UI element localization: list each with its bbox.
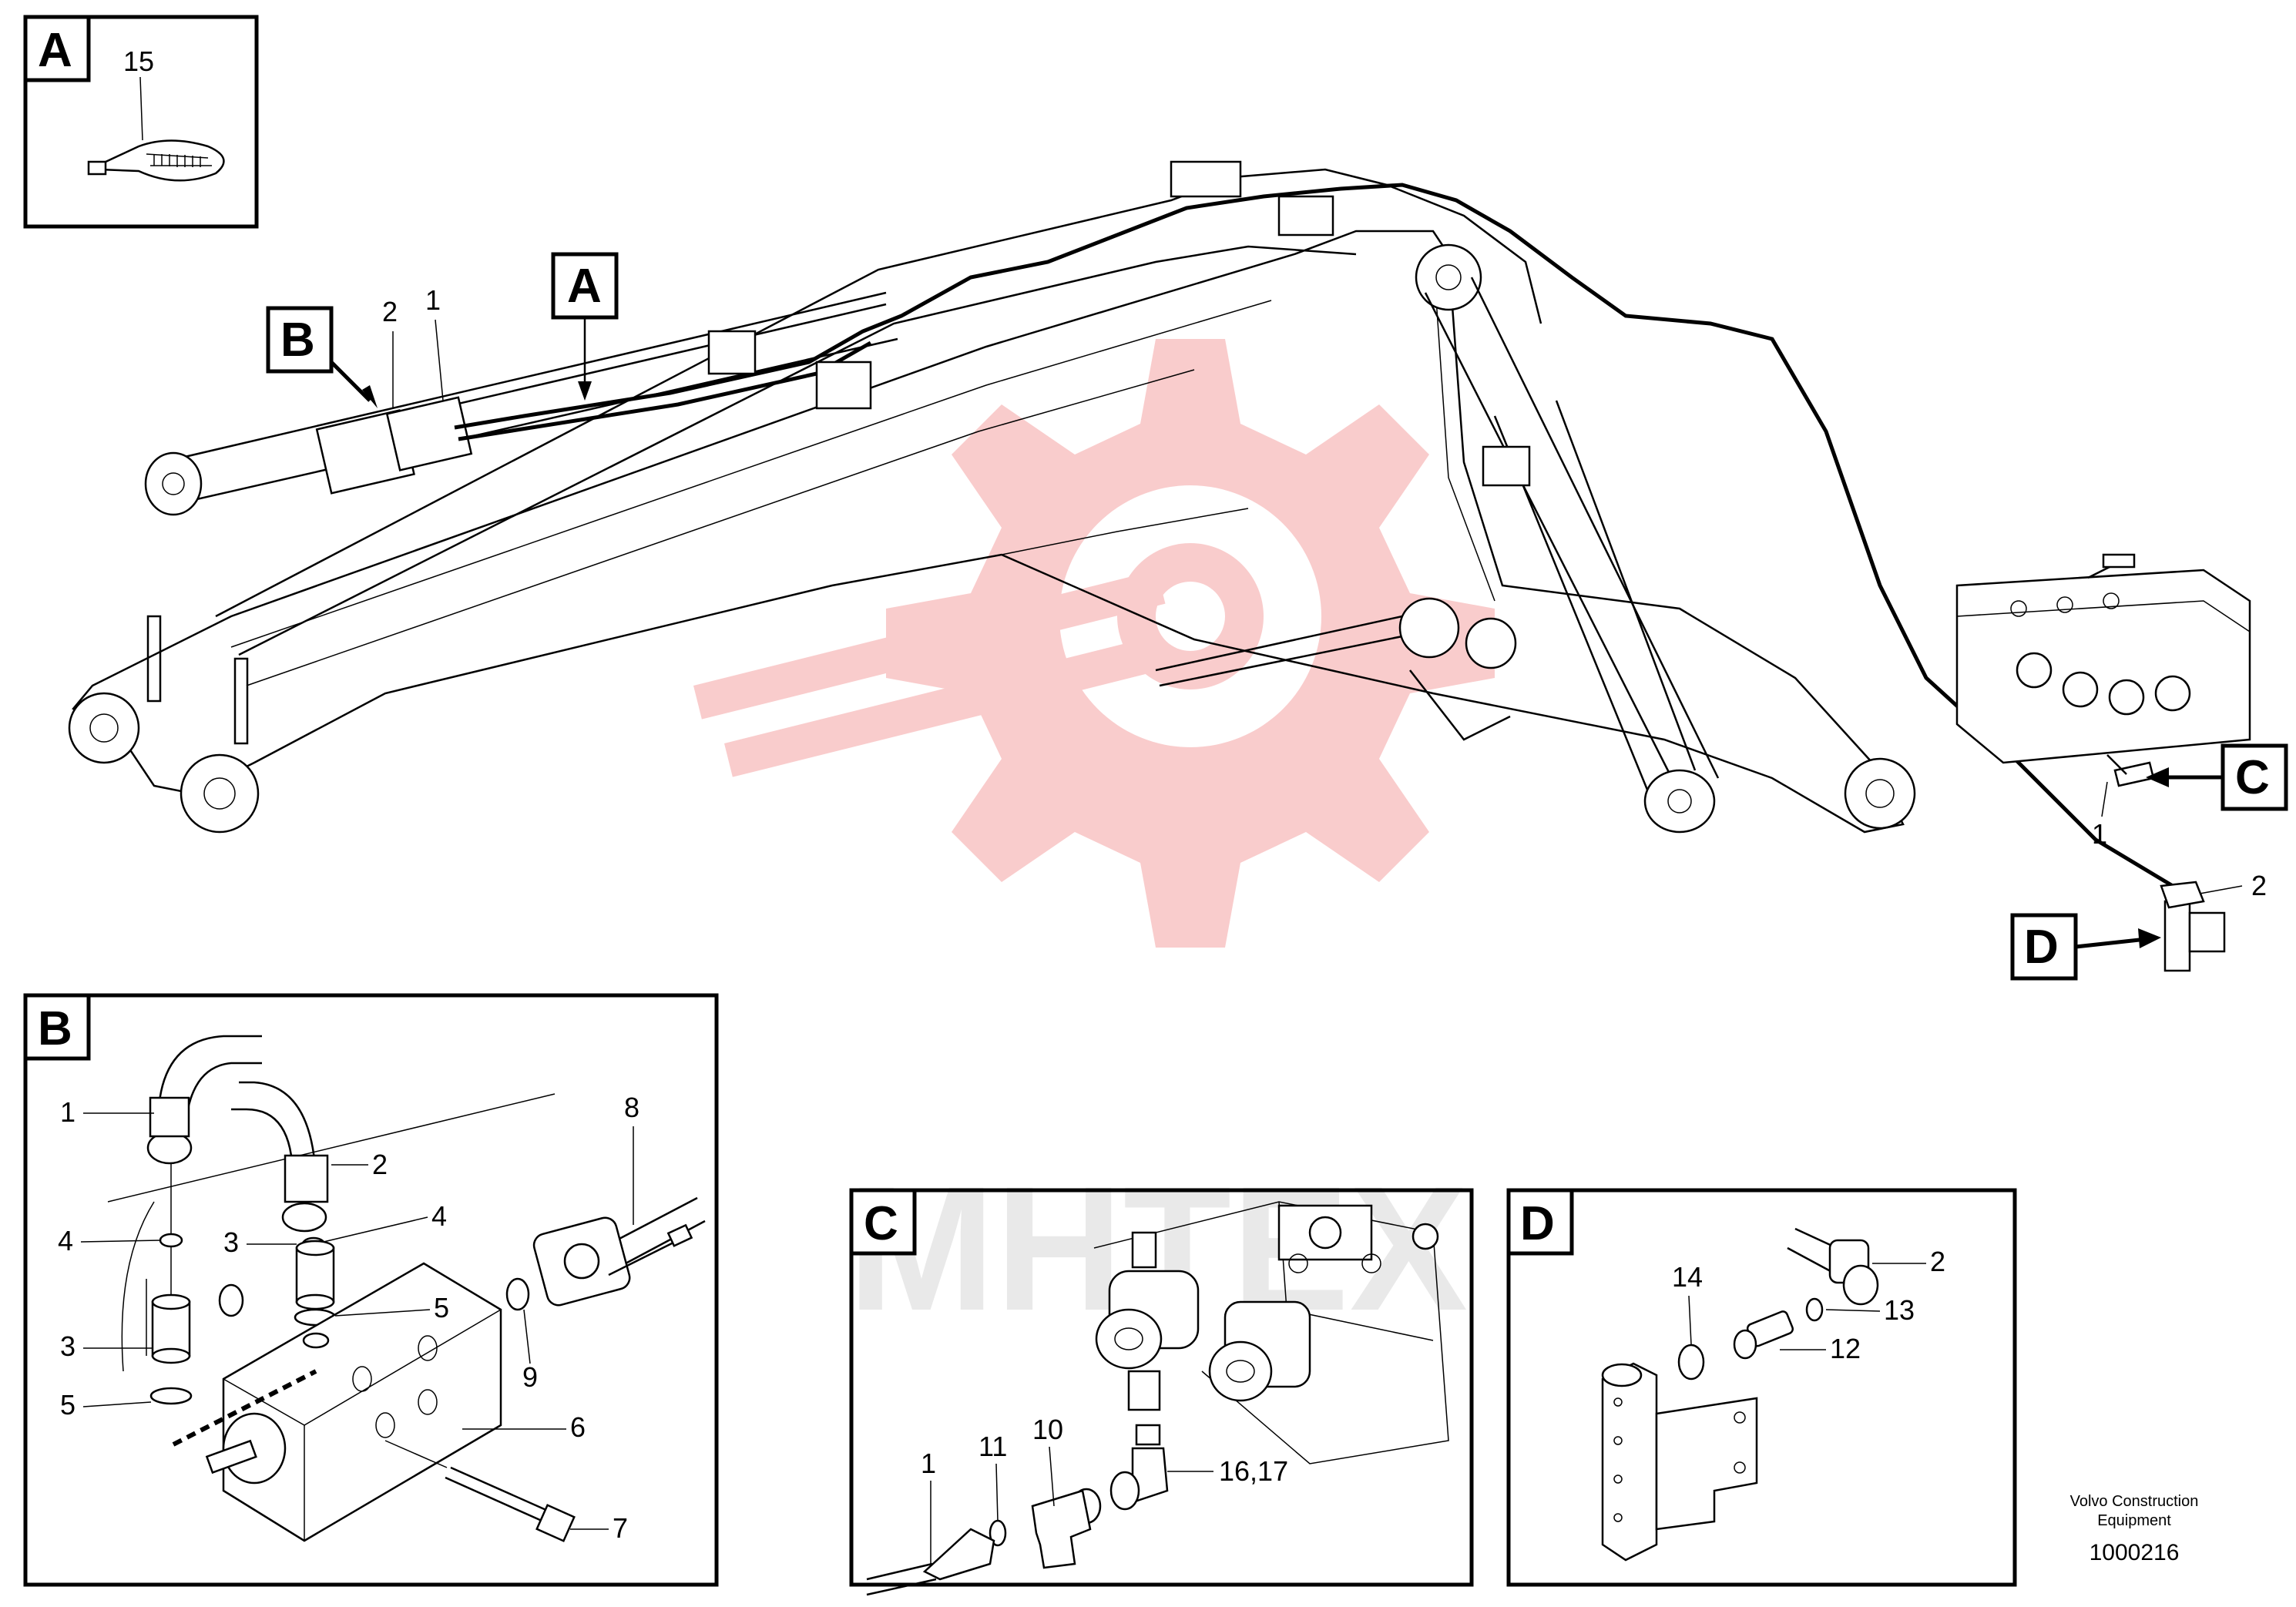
c-tee-10 (1031, 1489, 1092, 1569)
b-hose-1 (146, 1035, 262, 1165)
inset-b: B (23, 993, 719, 1587)
part-number: 1000216 (2090, 1540, 2180, 1565)
c-valve-right (1208, 1300, 1311, 1402)
label-b-5-left: 5 (60, 1389, 76, 1421)
boom-arm-assembly (68, 160, 2251, 972)
b-adapter-3-right (295, 1246, 335, 1303)
hose-clamp-3 (1170, 160, 1242, 198)
label-main-2-right: 2 (2251, 870, 2267, 901)
callout-tag-c-main: C (2146, 743, 2288, 811)
b-hose-2 (231, 1081, 329, 1233)
label-d-12: 12 (1830, 1333, 1861, 1364)
bucket-cylinder (1155, 597, 1517, 741)
b-oring-9 (505, 1277, 530, 1311)
b-adapter-3-left (151, 1300, 191, 1357)
inset-c: C 1 11 (849, 1188, 1474, 1596)
callout-tag-d-main: D (2010, 913, 2161, 981)
b-valve-block-6 (172, 1262, 502, 1542)
svg-text:D: D (2024, 921, 2059, 974)
label-b-3-right: 3 (223, 1226, 239, 1258)
label-c-10: 10 (1032, 1414, 1063, 1445)
label-a-15: 15 (123, 45, 154, 77)
hose-clamp-2 (815, 361, 872, 410)
inset-c-tag: C (864, 1197, 898, 1250)
b-oring-4-left (159, 1233, 183, 1248)
arm-end-pin (1844, 757, 1916, 830)
d-oring-13 (1805, 1297, 1824, 1322)
watermark-gear-logo (693, 339, 1495, 948)
svg-text:B: B (280, 314, 315, 367)
boom-lift-cylinder (1424, 277, 1720, 834)
svg-text:A: A (567, 260, 602, 313)
fitting-c-main (2113, 761, 2155, 787)
d-clamp-bracket (1601, 1362, 1758, 1562)
label-b-5-right: 5 (434, 1292, 449, 1324)
inset-b-tag: B (38, 1002, 72, 1055)
boom-pin-left-1 (68, 692, 140, 764)
control-valve (1955, 553, 2251, 764)
inset-a-tag: A (38, 24, 72, 77)
label-b-6: 6 (570, 1411, 586, 1443)
cable-tie-icon (87, 139, 225, 182)
stick-cylinder (144, 291, 898, 516)
label-b-4-right: 4 (431, 1200, 447, 1232)
label-c-1: 1 (921, 1448, 936, 1479)
label-d-2: 2 (1930, 1246, 1945, 1277)
d-hose-2 (1787, 1227, 1879, 1306)
label-b-1: 1 (60, 1096, 76, 1128)
label-b-4-left: 4 (58, 1225, 73, 1256)
brand-line-2: Equipment (2097, 1512, 2171, 1529)
label-main-1-right: 1 (2092, 818, 2107, 850)
callout-tag-b-main: B (266, 306, 378, 408)
d-oring-14 (1677, 1344, 1705, 1381)
label-d-14: 14 (1672, 1261, 1703, 1293)
c-solenoid-valve (1095, 1231, 1200, 1411)
boom-top-pin (1415, 243, 1482, 311)
label-c-16-17: 16,17 (1219, 1455, 1288, 1487)
main-labels: 2 1 1 2 (382, 284, 2267, 901)
boom-pin-left-2 (180, 753, 260, 834)
b-flange-8 (532, 1196, 706, 1307)
callout-tag-a-main: A (551, 252, 619, 401)
label-b-9: 9 (522, 1361, 538, 1393)
label-main-2-left: 2 (382, 296, 398, 327)
label-b-2: 2 (372, 1149, 388, 1180)
label-c-11: 11 (978, 1431, 1007, 1462)
hose-clamp-5 (1482, 445, 1531, 487)
b-bolt-7 (384, 1440, 576, 1542)
label-d-13: 13 (1884, 1294, 1915, 1326)
d-adapter-12 (1733, 1310, 1794, 1360)
hose-line-boom (454, 183, 2174, 888)
label-main-1-left: 1 (425, 284, 441, 316)
b-seal-5-left (149, 1387, 193, 1405)
c-hose-1 (922, 1528, 995, 1581)
label-b-3-left: 3 (60, 1330, 76, 1362)
hose-clamp-4 (1277, 195, 1334, 237)
label-b-8: 8 (624, 1092, 639, 1123)
c-nipple (1135, 1424, 1161, 1446)
hose-bracket-main (2160, 881, 2226, 972)
hose-clamp-1 (707, 330, 757, 375)
inset-d-tag: D (1520, 1197, 1555, 1250)
svg-text:C: C (2235, 751, 2270, 804)
brand-line-1: Volvo Construction (2070, 1493, 2199, 1510)
label-b-7: 7 (613, 1512, 628, 1544)
inset-a: A 15 (23, 15, 259, 229)
inset-d: D 2 13 14 12 (1506, 1188, 2017, 1587)
